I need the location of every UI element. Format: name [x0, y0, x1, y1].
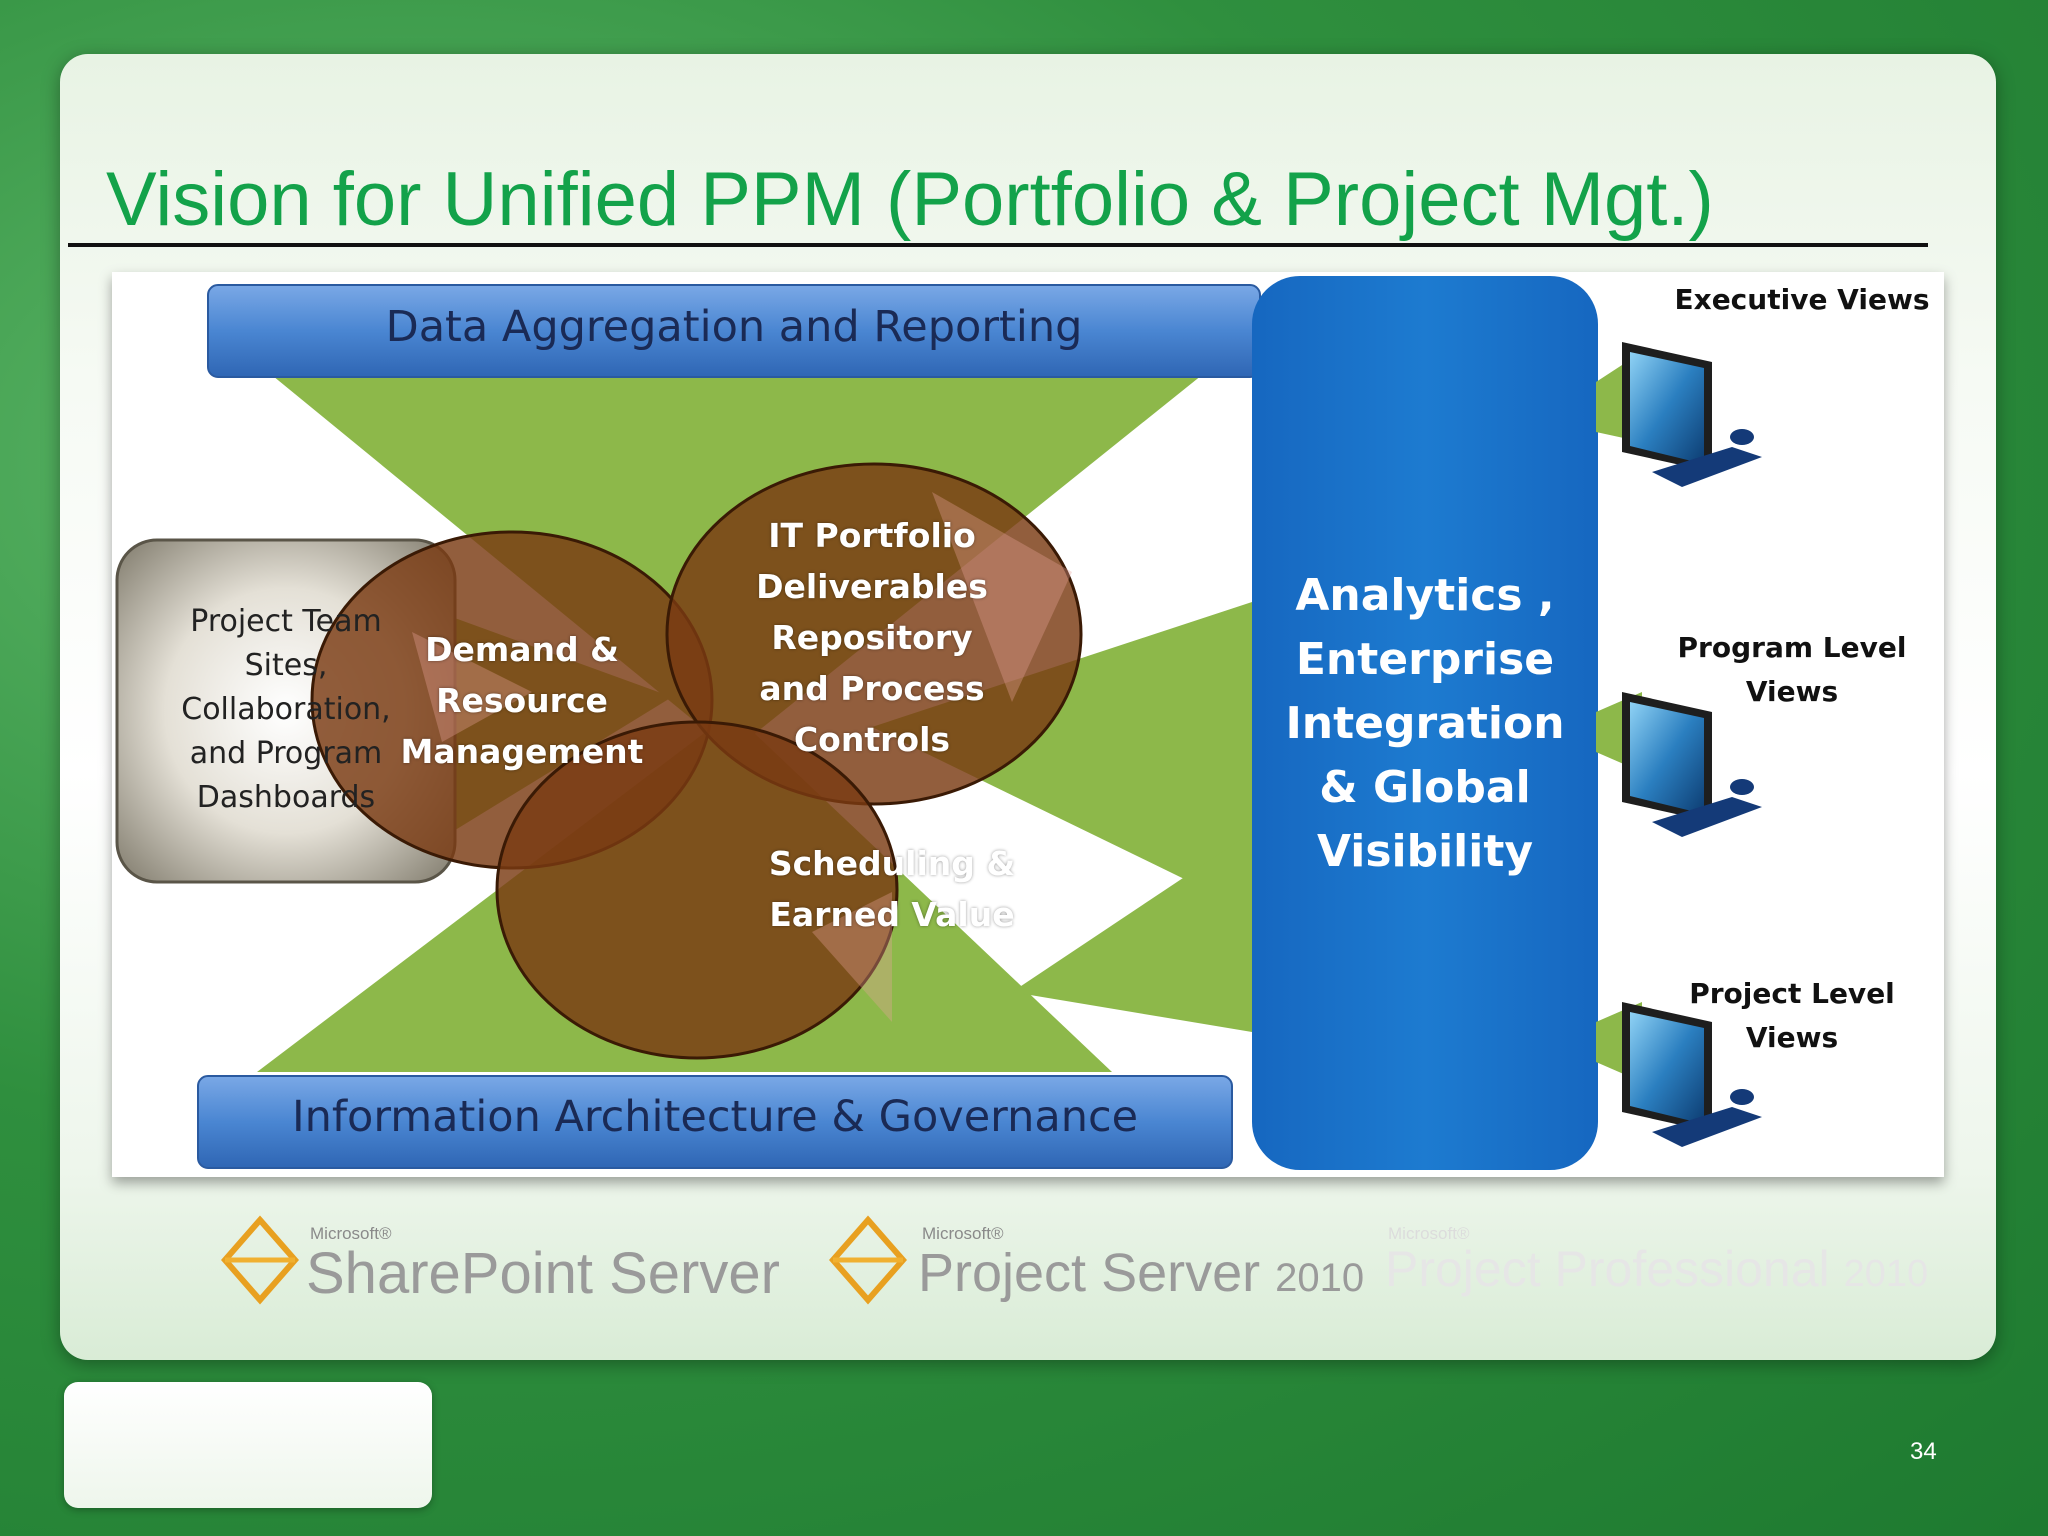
- circle-it-line: Controls: [793, 720, 951, 759]
- title-rule: [68, 243, 1928, 247]
- monitor-project-icon: [1622, 1002, 1762, 1147]
- circle-scheduling-text: Scheduling & Earned Value: [722, 838, 1062, 940]
- page-number: 34: [1910, 1438, 1937, 1465]
- inner-arrow-left: [412, 632, 532, 742]
- left-box-line: Sites,: [244, 648, 328, 683]
- circle-scheduling-line: Earned Value: [769, 895, 1015, 934]
- executive-views-line: Executive Views: [1674, 283, 1930, 316]
- left-box-text: Project Team Sites, Collaboration, and P…: [117, 600, 455, 820]
- left-box-line: Collaboration,: [181, 692, 391, 727]
- circle-it-shape: [665, 462, 1083, 806]
- project-server-name: Project Server: [918, 1243, 1261, 1303]
- analytics-line: Enterprise: [1295, 634, 1555, 685]
- product-logos: Microsoft® SharePoint Server Microsoft® …: [210, 1210, 1928, 1320]
- project-pro-name: Project Professional: [1385, 1241, 1830, 1297]
- left-box-line: Dashboards: [196, 780, 376, 815]
- ppm-diagram: Data Aggregation and Reporting Informati…: [112, 272, 1944, 1177]
- circle-it-line: IT Portfolio: [768, 516, 976, 555]
- project-pro-ms-label: Microsoft®: [1388, 1224, 1470, 1243]
- circle-it-text: IT Portfolio Deliverables Repository and…: [702, 510, 1042, 765]
- sharepoint-ms-label: Microsoft®: [310, 1224, 392, 1243]
- program-views-line: Views: [1745, 675, 1839, 708]
- project-views-line: Project Level: [1689, 977, 1895, 1010]
- bottom-bar-label: Information Architecture & Governance: [291, 1092, 1139, 1142]
- analytics-line: Analytics ,: [1295, 570, 1555, 621]
- circle-demand-line: Demand &: [425, 630, 619, 669]
- circle-demand-line: Management: [400, 732, 644, 771]
- analytics-line: Visibility: [1316, 826, 1534, 877]
- left-box-line: Project Team: [190, 604, 382, 639]
- bottom-bar-shape: [197, 1075, 1233, 1169]
- analytics-line: & Global: [1319, 762, 1531, 813]
- green-arrow-right-lower: [1012, 832, 1252, 1032]
- project-pro-label: Project Professional 2010: [1385, 1240, 1928, 1298]
- circle-it-line: Repository: [771, 618, 973, 657]
- project-server-year: 2010: [1275, 1256, 1365, 1300]
- green-arrow-right: [872, 602, 1252, 912]
- analytics-line: Integration: [1285, 698, 1565, 749]
- circle-scheduling-shape: [495, 720, 899, 1060]
- analytics-text: Analytics , Enterprise Integration & Glo…: [1252, 564, 1598, 884]
- monitor-executive-icon: [1622, 342, 1762, 487]
- project-views-label: Project Level Views: [1662, 972, 1922, 1060]
- sharepoint-logo-icon: [221, 1215, 299, 1305]
- circle-it-line: and Process: [759, 669, 985, 708]
- footer-box: [64, 1382, 432, 1508]
- circle-it-line: Deliverables: [756, 567, 988, 606]
- project-server-label: Project Server 2010: [918, 1242, 1364, 1304]
- inner-arrow-bottom: [812, 892, 892, 1022]
- program-views-label: Program Level Views: [1662, 626, 1922, 714]
- circle-scheduling-line: Scheduling &: [768, 844, 1016, 883]
- slide-title: Vision for Unified PPM (Portfolio & Proj…: [106, 157, 1714, 242]
- circle-demand-line: Resource: [436, 681, 608, 720]
- analytics-panel-shape: [1252, 276, 1598, 1170]
- program-views-line: Program Level: [1677, 631, 1907, 664]
- left-box-line: and Program: [189, 736, 383, 771]
- top-bar-label: Data Aggregation and Reporting: [385, 302, 1083, 352]
- project-views-line: Views: [1745, 1021, 1839, 1054]
- project-server-ms-label: Microsoft®: [922, 1224, 1004, 1243]
- project-pro-year: 2010: [1843, 1253, 1929, 1295]
- sharepoint-label: SharePoint Server: [306, 1241, 780, 1306]
- diagram-graphics: [115, 276, 1762, 1170]
- inner-arrow-right: [932, 492, 1072, 702]
- circle-demand-text: Demand & Resource Management: [372, 624, 672, 777]
- executive-views-label: Executive Views: [1672, 278, 1932, 322]
- project-server-logo-icon: [829, 1215, 907, 1305]
- monitor-program-icon: [1622, 692, 1762, 837]
